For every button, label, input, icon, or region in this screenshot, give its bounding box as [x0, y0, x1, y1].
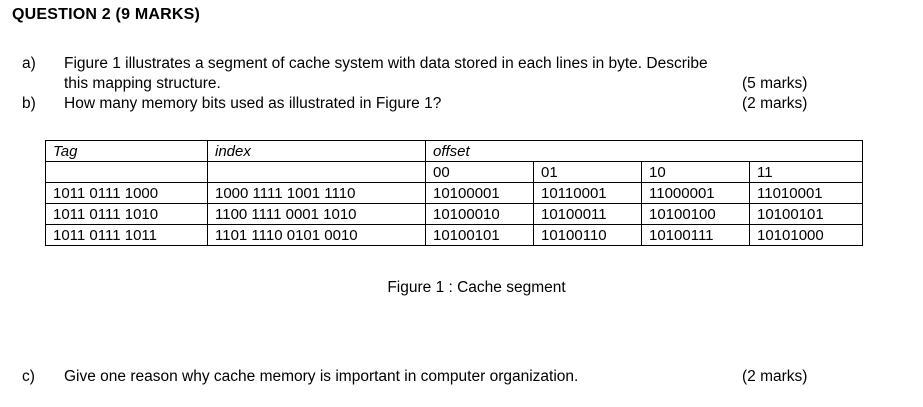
- cell-offset-00: 10100001: [425, 182, 534, 204]
- question-text-a-line2: this mapping structure.: [64, 75, 221, 92]
- table-row: 1011 0111 1000 1000 1111 1001 1110 10100…: [45, 182, 863, 204]
- cell-offset-10: 10100100: [641, 203, 750, 225]
- column-header-offset: offset: [425, 140, 863, 162]
- column-header-index: index: [207, 140, 426, 162]
- question-text-b: How many memory bits used as illustrated…: [64, 95, 442, 112]
- cell-tag: 1011 0111 1000: [45, 182, 208, 204]
- marks-c: (2 marks): [742, 368, 808, 385]
- cell-offset-10: 10100111: [641, 224, 750, 246]
- spacer-cell-tag: [45, 161, 208, 183]
- marks-a: (5 marks): [742, 75, 808, 92]
- offset-subheader-11: 11: [749, 161, 863, 183]
- question-text-a: Figure 1 illustrates a segment of cache …: [64, 54, 754, 94]
- question-text-c: Give one reason why cache memory is impo…: [64, 368, 579, 385]
- question-marker-c: c): [22, 368, 35, 385]
- cell-offset-01: 10100011: [533, 203, 642, 225]
- cell-offset-11: 10100101: [749, 203, 863, 225]
- cell-offset-11: 10101000: [749, 224, 863, 246]
- figure-caption-text: Figure 1 : Cache segment: [387, 279, 566, 296]
- figure-caption: Figure 1 : Cache segment: [0, 279, 923, 297]
- cell-offset-10: 11000001: [641, 182, 750, 204]
- cell-tag: 1011 0111 1011: [45, 224, 208, 246]
- column-header-tag: Tag: [45, 140, 208, 162]
- offset-subheader-00: 00: [425, 161, 534, 183]
- cell-offset-00: 10100010: [425, 203, 534, 225]
- cell-offset-00: 10100101: [425, 224, 534, 246]
- cell-offset-01: 10100110: [533, 224, 642, 246]
- cell-offset-11: 11010001: [749, 182, 863, 204]
- question-text-a-line1: Figure 1 illustrates a segment of cache …: [64, 55, 708, 72]
- spacer-cell-index: [207, 161, 426, 183]
- cache-segment-table-container: Tag index offset 00 01 10 11 1011 0111 1…: [45, 140, 863, 246]
- table-row: 1011 0111 1011 1101 1110 0101 0010 10100…: [45, 224, 863, 246]
- cell-offset-01: 10110001: [533, 182, 642, 204]
- question-marker-b: b): [22, 95, 36, 112]
- cell-index: 1100 1111 0001 1010: [207, 203, 426, 225]
- table-header-row-groups: Tag index offset: [45, 140, 863, 162]
- table-header-row-offsets: 00 01 10 11: [45, 161, 863, 183]
- cell-index: 1000 1111 1001 1110: [207, 182, 426, 204]
- offset-subheader-01: 01: [533, 161, 642, 183]
- question-marker-a: a): [22, 55, 36, 72]
- marks-b: (2 marks): [742, 95, 808, 112]
- cell-tag: 1011 0111 1010: [45, 203, 208, 225]
- cache-segment-table: Tag index offset 00 01 10 11 1011 0111 1…: [45, 140, 863, 246]
- page-title: QUESTION 2 (9 MARKS): [12, 6, 201, 23]
- cell-index: 1101 1110 0101 0010: [207, 224, 426, 246]
- offset-subheader-10: 10: [641, 161, 750, 183]
- table-row: 1011 0111 1010 1100 1111 0001 1010 10100…: [45, 203, 863, 225]
